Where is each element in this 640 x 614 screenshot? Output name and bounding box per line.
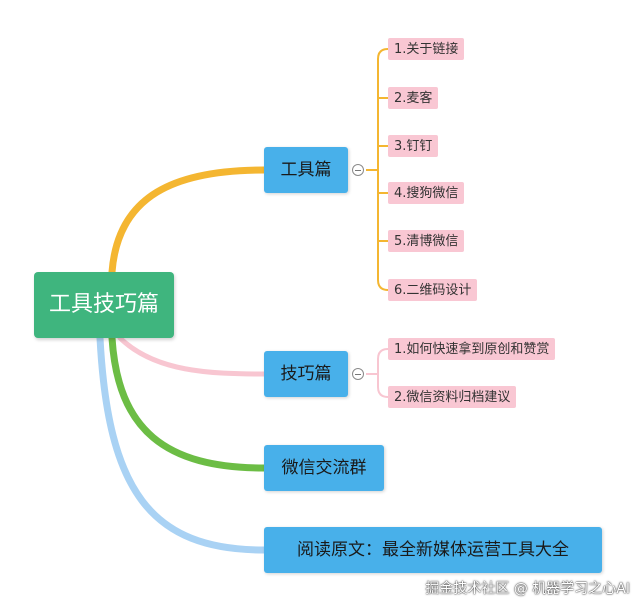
branch-group[interactable]: 微信交流群 <box>264 445 384 491</box>
leaf-tools-1[interactable]: 1.关于链接 <box>388 38 465 60</box>
branch-read-label: 阅读原文：最全新媒体运营工具大全 <box>297 539 569 560</box>
tips-bracket <box>366 348 389 398</box>
leaf-label: 4.搜狗微信 <box>394 185 459 201</box>
connector-tools <box>108 166 268 276</box>
leaf-tips-1[interactable]: 1.如何快速拿到原创和赞赏 <box>388 338 556 360</box>
branch-tools-label: 工具篇 <box>280 159 332 180</box>
leaf-tools-6[interactable]: 6.二维码设计 <box>388 279 478 301</box>
root-label: 工具技巧篇 <box>48 292 159 317</box>
leaf-tools-3[interactable]: 3.钉钉 <box>388 135 439 157</box>
watermark: 掘金技术社区 @ 机器学习之心AI <box>425 581 630 597</box>
leaf-label: 3.钉钉 <box>394 138 433 154</box>
connector-tips <box>117 335 267 377</box>
branch-group-label: 微信交流群 <box>281 457 367 478</box>
collapse-tips-icon[interactable] <box>352 368 364 380</box>
branch-tools[interactable]: 工具篇 <box>264 147 348 193</box>
leaf-tips-2[interactable]: 2.微信资料归档建议 <box>388 386 517 408</box>
root-node[interactable]: 工具技巧篇 <box>34 272 174 338</box>
collapse-tools-icon[interactable] <box>352 164 364 176</box>
connector-read <box>96 334 268 554</box>
leaf-label: 2.微信资料归档建议 <box>394 389 511 405</box>
tools-bracket <box>366 48 389 291</box>
leaf-label: 1.如何快速拿到原创和赞赏 <box>394 341 550 357</box>
leaf-label: 1.关于链接 <box>394 41 459 57</box>
branch-tips-label: 技巧篇 <box>280 363 332 384</box>
leaf-tools-2[interactable]: 2.麦客 <box>388 87 439 109</box>
branch-tips[interactable]: 技巧篇 <box>264 351 348 397</box>
leaf-tools-5[interactable]: 5.清博微信 <box>388 230 465 252</box>
leaf-label: 6.二维码设计 <box>394 282 472 298</box>
branch-read[interactable]: 阅读原文：最全新媒体运营工具大全 <box>264 527 602 573</box>
leaf-label: 5.清博微信 <box>394 233 459 249</box>
connector-group <box>108 334 268 472</box>
leaf-tools-4[interactable]: 4.搜狗微信 <box>388 182 465 204</box>
leaf-label: 2.麦客 <box>394 90 433 106</box>
